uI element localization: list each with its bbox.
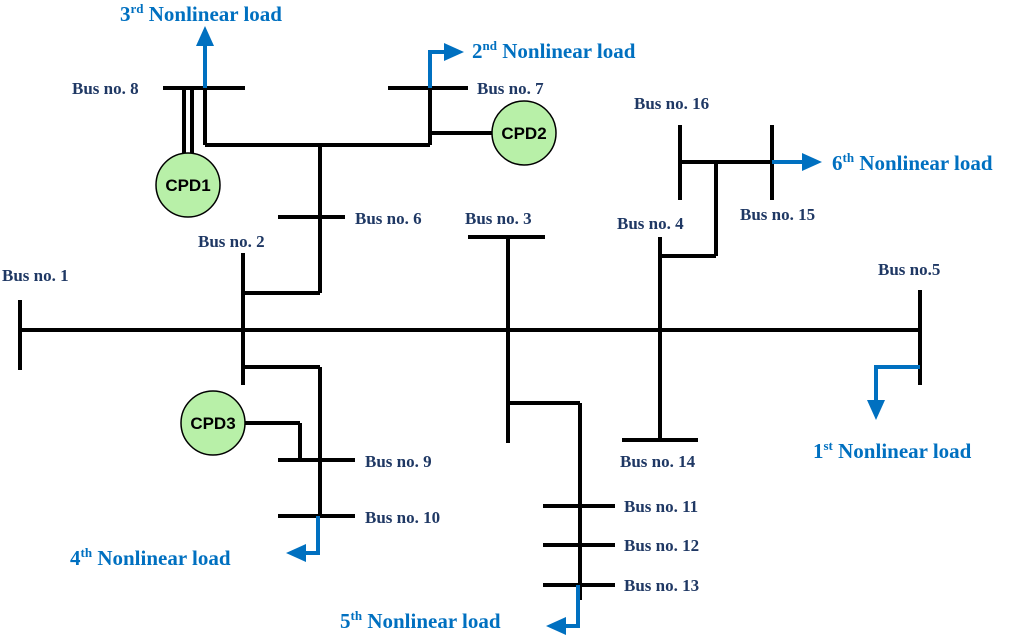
bus15-label: Bus no. 15 <box>740 205 815 224</box>
load3-label: 3rd Nonlinear load <box>120 1 282 26</box>
bus-labels: Bus no. 1 Bus no. 2 Bus no. 3 Bus no. 4 … <box>2 79 940 595</box>
cpd2-circle <box>491 100 557 166</box>
load4-arrow <box>304 516 320 555</box>
cpd2-label: CPD2 <box>501 124 546 143</box>
bus9-label: Bus no. 9 <box>365 452 432 471</box>
cpd1: CPD1 <box>155 152 221 218</box>
bus1-label: Bus no. 1 <box>2 266 69 285</box>
bus6-label: Bus no. 6 <box>355 209 422 228</box>
cpd1-label: CPD1 <box>165 176 210 195</box>
bus2-branch <box>163 86 492 518</box>
load4-label: 4th Nonlinear load <box>70 545 231 570</box>
load5-label: 5th Nonlinear load <box>340 608 501 633</box>
main-feeder <box>18 290 922 385</box>
load6-label: 6th Nonlinear load <box>832 150 993 175</box>
cpd1-circle <box>155 152 221 218</box>
load1-label: 1st Nonlinear load <box>813 438 972 463</box>
bus12-label: Bus no. 12 <box>624 536 699 555</box>
cpd3-circle <box>180 390 246 456</box>
bus2-label: Bus no. 2 <box>198 232 265 251</box>
bus7-label: Bus no. 7 <box>477 79 544 98</box>
bus3-label: Bus no. 3 <box>465 209 532 228</box>
load1-arrow <box>874 365 920 402</box>
bus14-label: Bus no. 14 <box>620 452 696 471</box>
cpd3: CPD3 <box>180 390 246 456</box>
bus3-branch <box>468 235 615 600</box>
bus10-label: Bus no. 10 <box>365 508 440 527</box>
bus13-label: Bus no. 13 <box>624 576 699 595</box>
bus8-label: Bus no. 8 <box>72 79 139 98</box>
bus4-label: Bus no. 4 <box>617 214 684 233</box>
cpd3-label: CPD3 <box>190 414 235 433</box>
load2-arrow <box>428 50 446 88</box>
load2-label: 2nd Nonlinear load <box>472 38 636 63</box>
load5-arrow <box>564 585 580 628</box>
load-arrows <box>196 26 920 635</box>
bus16-label: Bus no. 16 <box>634 94 709 113</box>
cpd2: CPD2 <box>491 100 557 166</box>
load-labels: 3rd Nonlinear load 2nd Nonlinear load 6t… <box>70 1 993 633</box>
bus5-label: Bus no.5 <box>878 260 940 279</box>
bus11-label: Bus no. 11 <box>624 497 698 516</box>
bus4-branch <box>622 125 774 442</box>
